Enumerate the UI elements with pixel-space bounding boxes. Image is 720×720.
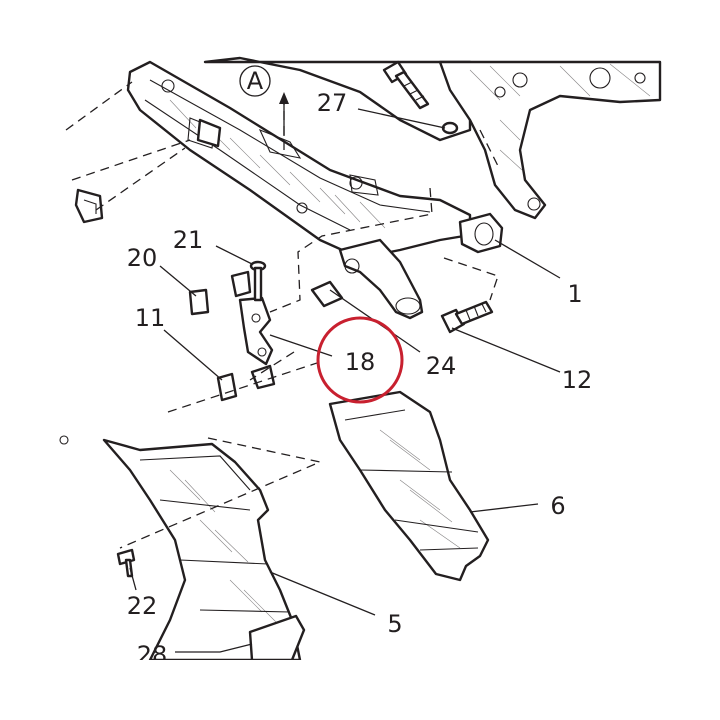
highlight-ring (316, 316, 404, 404)
callout-18: 18 (345, 348, 376, 376)
view-marker-a: A (239, 65, 289, 136)
callout-11: 11 (135, 304, 166, 332)
side-cover-5 (59, 435, 302, 662)
callout-24: 24 (426, 352, 457, 380)
callout-5: 5 (387, 610, 402, 638)
cross-member (74, 118, 222, 224)
bottom-crop-mask (0, 660, 720, 720)
side-cover-6 (328, 390, 490, 582)
callout-20: 20 (127, 244, 158, 272)
callout-12: 12 (562, 366, 593, 394)
part-28 (248, 614, 306, 662)
view-marker-label: A (247, 67, 264, 95)
clip-11 (216, 364, 276, 402)
callout-21: 21 (173, 226, 204, 254)
callout-1: 1 (567, 280, 582, 308)
bushing-20 (188, 288, 210, 316)
bolt-27 (382, 60, 459, 135)
screw-21 (249, 260, 267, 302)
bracket-18 (230, 270, 274, 366)
bolt-12 (440, 300, 494, 334)
callout-6: 6 (550, 492, 565, 520)
callout-22: 22 (127, 592, 158, 620)
pivot-bracket (338, 212, 504, 320)
callout-27: 27 (317, 89, 348, 117)
pad-24 (310, 280, 344, 308)
screw-22 (116, 548, 136, 578)
callout-labels: 27 21 20 11 1 12 18 24 6 22 5 28 (127, 89, 593, 669)
